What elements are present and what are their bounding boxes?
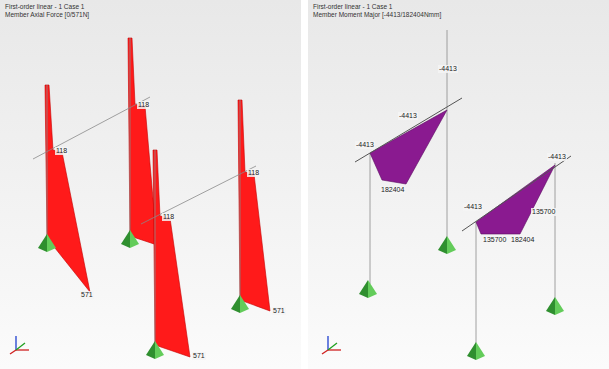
result-value: -4413 (547, 153, 567, 161)
support-symbol (38, 230, 564, 360)
result-value: 135700 (531, 208, 556, 216)
axis-triad (10, 336, 341, 354)
result-value: 118 (247, 169, 260, 177)
result-value: 118 (162, 213, 175, 221)
view-caption: Member Axial Force [0/571N] (5, 11, 89, 19)
result-value: 571 (80, 291, 94, 299)
result-value: 135700 (482, 236, 507, 244)
view-panel (308, 0, 609, 369)
moment-diagram (370, 110, 555, 234)
result-value: 118 (137, 101, 150, 109)
view-caption: First-order linear - 1 Case 1 (313, 3, 392, 11)
view-caption: Member Moment Major [-4413/182404Nmm] (313, 11, 441, 19)
result-value: 182404 (380, 186, 405, 194)
result-value: 182404 (510, 236, 535, 244)
result-value: -4413 (398, 112, 418, 120)
result-value: -4413 (355, 141, 375, 149)
member-line (33, 38, 256, 345)
result-value: 118 (55, 147, 68, 155)
view-caption: First-order linear - 1 Case 1 (5, 3, 84, 11)
result-value: 571 (272, 307, 286, 315)
result-value: 571 (192, 352, 206, 360)
result-value: -4413 (463, 203, 483, 211)
member-line (355, 98, 571, 231)
axial-force-diagram (45, 38, 270, 357)
member-line (370, 30, 555, 346)
result-value: -4413 (438, 65, 458, 73)
